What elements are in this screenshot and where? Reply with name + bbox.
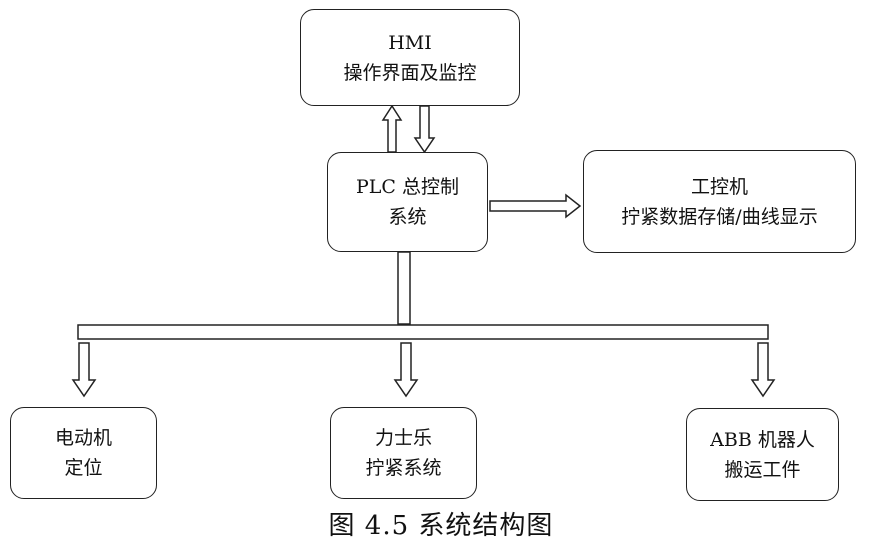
motor-node: 电动机 定位 xyxy=(10,407,157,499)
abb-node-title: ABB 机器人 xyxy=(710,428,815,451)
bus-bar xyxy=(77,324,769,340)
arrow-bus-to-abb xyxy=(750,342,776,398)
ipc-node: 工控机 拧紧数据存储/曲线显示 xyxy=(583,150,856,253)
arrow-plc-to-hmi xyxy=(381,104,403,153)
trunk-plc-to-bus xyxy=(397,251,411,325)
hmi-node: HMI 操作界面及监控 xyxy=(300,9,520,106)
lishile-node-subtitle: 拧紧系统 xyxy=(365,457,442,479)
plc-node-title: PLC 总控制 xyxy=(356,176,459,198)
hmi-node-subtitle: 操作界面及监控 xyxy=(343,61,477,84)
abb-node-subtitle: 搬运工件 xyxy=(724,458,801,481)
motor-node-title: 电动机 xyxy=(54,427,112,449)
abb-node: ABB 机器人 搬运工件 xyxy=(686,408,839,501)
arrow-bus-to-lishile xyxy=(393,342,419,398)
arrow-plc-to-ipc xyxy=(489,193,582,219)
lishile-node: 力士乐 拧紧系统 xyxy=(330,407,477,499)
plc-node-subtitle: 系统 xyxy=(388,206,427,228)
arrow-hmi-to-plc xyxy=(413,105,436,154)
arrow-bus-to-motor xyxy=(71,342,97,398)
ipc-node-title: 工控机 xyxy=(690,175,748,198)
figure-caption: 图 4.5 系统结构图 xyxy=(328,511,554,541)
plc-node: PLC 总控制 系统 xyxy=(327,152,488,252)
ipc-node-subtitle: 拧紧数据存储/曲线显示 xyxy=(621,205,818,228)
motor-node-subtitle: 定位 xyxy=(64,457,103,479)
hmi-node-title: HMI xyxy=(388,31,432,54)
lishile-node-title: 力士乐 xyxy=(374,427,432,449)
